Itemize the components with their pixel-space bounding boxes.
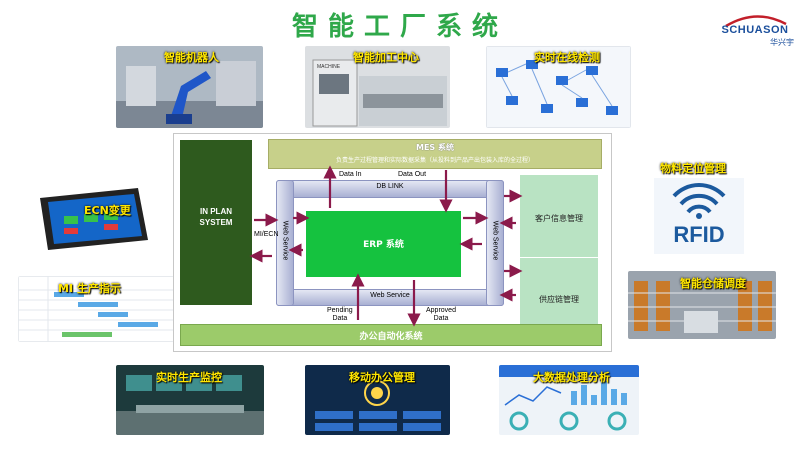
inplan-line2: SYSTEM — [199, 218, 233, 227]
robot-caption: 智能机器人 — [164, 51, 219, 64]
oa-label: 办公自动化系统 — [359, 332, 423, 342]
db-link-label: DB LINK — [376, 183, 404, 190]
robot-arm-photo-icon — [116, 46, 263, 128]
logo-brand: SCHUASON — [721, 24, 789, 36]
robot-photo: 智能机器人 — [116, 46, 263, 128]
network-diagram-photo-icon — [486, 46, 631, 128]
inspection-caption: 实时在线检测 — [534, 51, 600, 64]
ecn-caption: ECN变更 — [84, 204, 131, 217]
mi-photo: MI 生产指示 — [18, 276, 174, 342]
approved-label: Approved Data — [426, 307, 456, 322]
monitor-caption: 实时生产监控 — [156, 371, 222, 384]
mes-title: MES 系统 — [416, 143, 454, 152]
mes-desc: 负责生产过程管理和实际数据采集（从投料到产品产出包装入库的全过程） — [335, 157, 534, 164]
erp-box: ERP 系统 — [306, 211, 461, 277]
inplan-line1: IN PLAN — [200, 207, 232, 216]
analytics-dashboard-photo-icon — [499, 365, 639, 435]
mobile-photo: 移动办公管理 — [305, 365, 450, 435]
scm-label: 供应链管理 — [539, 295, 579, 304]
pending-label: Pending Data — [327, 307, 353, 322]
ecn-photo: ECN变更 — [34, 186, 152, 252]
page-title: 智能工厂系统 — [291, 12, 508, 42]
control-room-photo-icon — [116, 365, 264, 435]
crm-label: 客户信息管理 — [535, 214, 583, 223]
machining-photo: MACHINE 智能加工中心 — [305, 46, 450, 128]
inplan-box: IN PLAN SYSTEM — [180, 140, 252, 305]
mi-ecn-label: MI/ECN — [254, 231, 279, 238]
gantt-chart-photo-icon — [18, 276, 174, 342]
machining-center-photo-icon: MACHINE — [305, 46, 450, 128]
mi-caption: MI 生产指示 — [58, 282, 121, 295]
logo-swoosh-icon — [725, 15, 787, 28]
company-logo: SCHUASON 华兴宇 — [716, 14, 794, 47]
web-service-bottom-label: Web Service — [370, 292, 410, 299]
svg-text:MACHINE: MACHINE — [317, 64, 341, 70]
warehouse-photo-icon — [628, 271, 776, 339]
web-service-right-pipe: Web Service — [486, 180, 504, 306]
mes-box: MES 系统 负责生产过程管理和实际数据采集（从投料到产品产出包装入库的全过程） — [268, 139, 602, 169]
rfid-caption: 物料定位管理 — [660, 162, 726, 175]
rfid-badge: RFID — [673, 222, 725, 247]
erp-label: ERP 系统 — [363, 240, 404, 250]
data-in-label: Data In — [339, 171, 362, 178]
warehouse-photo: 智能仓储调度 — [628, 271, 776, 339]
analytics-photo: 大数据处理分析 — [499, 365, 639, 435]
rfid-caption-wrap: 物料定位管理 — [660, 160, 740, 175]
warehouse-caption: 智能仓储调度 — [680, 277, 746, 290]
logo-sub: 华兴宇 — [770, 38, 794, 47]
crm-box: 客户信息管理 — [520, 175, 598, 257]
rfid-card: RFID — [654, 178, 744, 254]
mobile-caption: 移动办公管理 — [349, 371, 415, 384]
oa-box: 办公自动化系统 — [180, 324, 602, 346]
mobile-dashboard-photo-icon — [305, 365, 450, 435]
data-out-label: Data Out — [398, 171, 427, 178]
web-service-left-pipe: Web Service — [276, 180, 294, 306]
inspection-photo: 实时在线检测 — [486, 46, 631, 128]
tablet-photo-icon — [34, 186, 152, 252]
monitor-photo: 实时生产监控 — [116, 365, 264, 435]
analytics-caption: 大数据处理分析 — [533, 371, 610, 384]
rfid-icon — [672, 183, 726, 219]
machining-caption: 智能加工中心 — [353, 51, 419, 64]
